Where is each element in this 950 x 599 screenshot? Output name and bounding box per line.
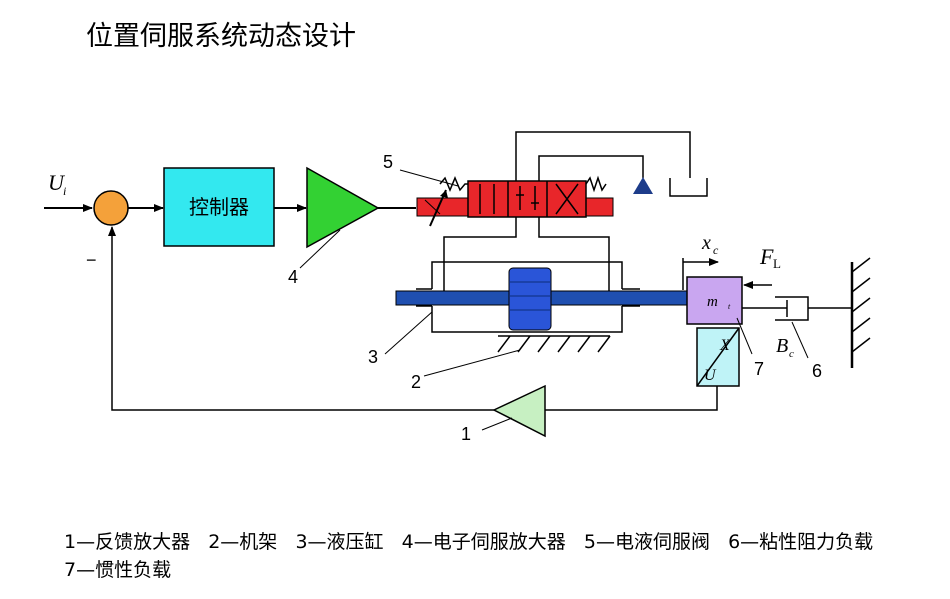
component-legend: 1—反馈放大器 2—机架 3—液压缸 4—电子伺服放大器 5—电液伺服阀 6—粘… — [64, 528, 894, 584]
legend-item-5: 5—电液伺服阀 — [583, 531, 710, 553]
hydraulic-cylinder — [416, 261, 640, 333]
servo-amplifier — [306, 166, 380, 249]
sensor-u-symbol: U — [704, 367, 717, 384]
tank-reservoir — [669, 178, 708, 197]
force-symbol: F — [759, 244, 774, 269]
input-signal: U i — [44, 170, 93, 212]
displacement-symbol: x — [701, 232, 711, 254]
sensor-x-symbol: X — [719, 337, 731, 354]
displacement-subscript: c — [713, 243, 719, 257]
input-symbol: U — [48, 170, 66, 195]
servo-valve — [416, 175, 614, 227]
force-subscript: L — [773, 256, 781, 271]
damping-symbol: B — [776, 335, 788, 357]
legend-item-2: 2—机架 — [208, 531, 278, 553]
load-force: F L — [743, 244, 781, 289]
minus-sign: − — [86, 250, 97, 270]
valve-to-cylinder-lines — [443, 217, 610, 293]
fixed-wall — [850, 257, 871, 368]
legend-item-6: 6—粘性阻力负载 — [728, 531, 874, 553]
summing-junction — [93, 190, 129, 226]
pump-pressure-triangle — [633, 177, 653, 194]
legend-item-4: 4—电子伺服放大器 — [401, 531, 566, 553]
callout-5: 5 — [383, 152, 393, 172]
callout-2: 2 — [411, 372, 421, 392]
controller-block: 控制器 — [163, 167, 275, 247]
legend-item-7: 7—惯性负载 — [64, 559, 172, 581]
hydraulic-supply-lines — [515, 131, 691, 181]
page-title: 位置伺服系统动态设计 — [86, 21, 356, 52]
frame-ground — [497, 335, 611, 353]
legend-item-1: 1—反馈放大器 — [64, 531, 191, 553]
legend-item-3: 3—液压缸 — [295, 531, 384, 553]
damping-subscript: c — [789, 348, 794, 360]
controller-label: 控制器 — [189, 195, 249, 219]
callouts — [299, 169, 809, 431]
inertia-load: m t — [686, 276, 743, 325]
mass-subscript: t — [728, 302, 731, 311]
callout-3: 3 — [368, 347, 378, 367]
feedback-path — [108, 226, 718, 411]
displacement-indicator: x c — [682, 232, 719, 290]
callout-7: 7 — [754, 359, 764, 379]
mass-symbol: m — [707, 294, 718, 310]
callout-1: 1 — [461, 424, 471, 444]
feedback-amplifier — [492, 384, 546, 438]
callout-6: 6 — [812, 361, 822, 381]
input-subscript: i — [63, 184, 66, 198]
displacement-sensor: X U — [696, 327, 740, 387]
callout-4: 4 — [288, 267, 298, 287]
viscous-damper: B c — [742, 296, 852, 360]
piston — [508, 267, 552, 331]
